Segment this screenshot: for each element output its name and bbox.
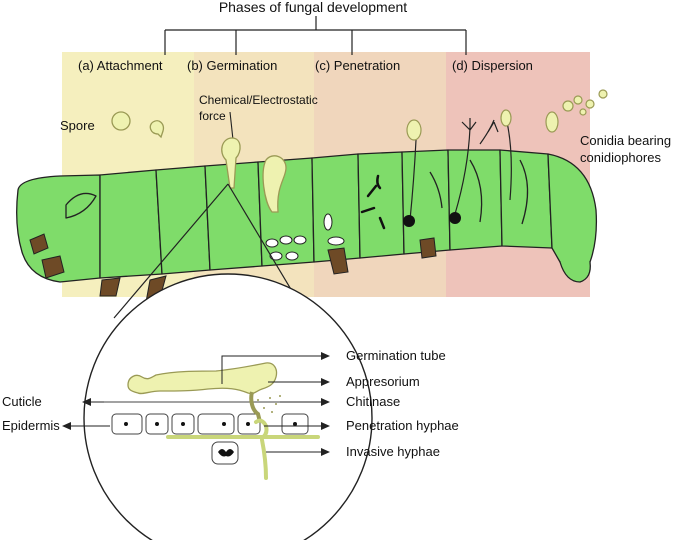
callout-arrowheads bbox=[62, 352, 330, 456]
germination-tube-label: Germination tube bbox=[346, 348, 446, 363]
diagram-title: Phases of fungal development bbox=[219, 0, 407, 15]
cuticle-label: Cuticle bbox=[2, 394, 42, 409]
magnified-view bbox=[83, 273, 373, 540]
phase-label-penetration: (c) Penetration bbox=[315, 58, 400, 73]
spore-attached bbox=[149, 120, 165, 139]
chitinase-label: Chitinase bbox=[346, 394, 400, 409]
infection-point bbox=[449, 212, 461, 224]
conidia bbox=[406, 89, 608, 141]
force-label-line1: Chemical/Electrostatic bbox=[199, 93, 318, 107]
spore-label: Spore bbox=[60, 118, 95, 133]
appresorium bbox=[249, 391, 262, 423]
conidia-label-line2: conidiophores bbox=[580, 150, 661, 165]
title-bracket bbox=[164, 16, 467, 55]
cell-nuclei bbox=[124, 422, 297, 426]
force-label-line2: force bbox=[199, 109, 226, 123]
invaded-cell-nucleus bbox=[218, 449, 234, 457]
conidia-label-line1: Conidia bearing bbox=[580, 133, 671, 148]
invasive-hyphae-label: Invasive hyphae bbox=[346, 444, 440, 459]
invasive-hyphae bbox=[260, 438, 268, 480]
epidermis-label: Epidermis bbox=[2, 418, 60, 433]
chitinase-dots bbox=[257, 395, 281, 413]
phase-label-attachment: (a) Attachment bbox=[78, 58, 163, 73]
phase-label-germination: (b) Germination bbox=[187, 58, 277, 73]
larva-body bbox=[16, 149, 598, 283]
callout-lines bbox=[70, 355, 322, 453]
phase-label-dispersion: (d) Dispersion bbox=[452, 58, 533, 73]
spore bbox=[111, 111, 131, 131]
germinating-spore bbox=[262, 155, 287, 213]
penetration-marks bbox=[265, 213, 345, 261]
zoom-line-left bbox=[113, 183, 229, 319]
germinating-spore bbox=[221, 137, 241, 189]
infection-point bbox=[403, 215, 415, 227]
penetration-hyphae-label: Penetration hyphae bbox=[346, 418, 459, 433]
hyphae-inside bbox=[360, 174, 386, 230]
prolegs bbox=[29, 233, 437, 303]
appresorium-label: Appresorium bbox=[346, 374, 420, 389]
germination-tube bbox=[127, 362, 278, 395]
